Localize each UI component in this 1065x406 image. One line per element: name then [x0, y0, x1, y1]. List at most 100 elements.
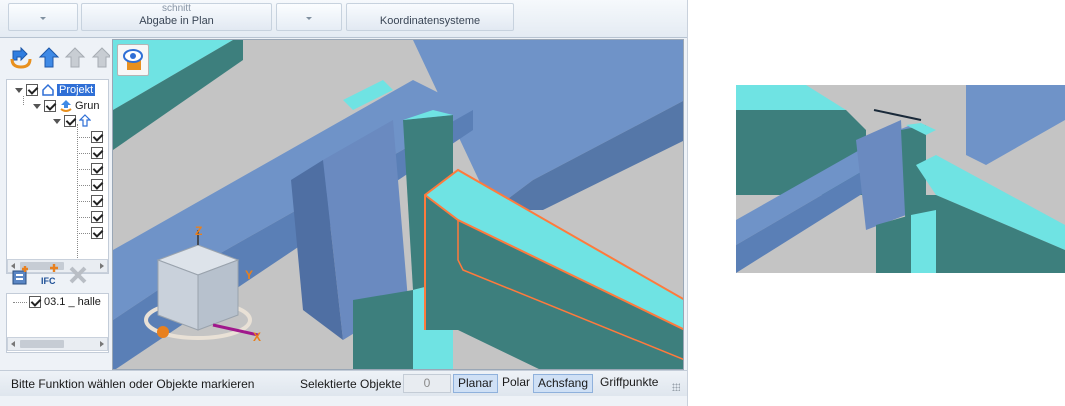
selected-objects-count: 0: [403, 374, 451, 393]
tree-checkbox[interactable]: [44, 100, 56, 112]
tree-node-item[interactable]: [91, 129, 106, 145]
tree-checkbox[interactable]: [91, 195, 103, 207]
blue-beam-upper: [413, 40, 683, 210]
scroll-right-icon[interactable]: [100, 341, 104, 347]
building-structure-icon: [60, 100, 72, 112]
detail-cyan-beam-top: [736, 85, 846, 110]
delete-x-icon: [69, 266, 87, 284]
tree-connector: [77, 201, 90, 202]
tree-node-label: Projekt: [57, 84, 96, 96]
teal-column-top: [403, 110, 453, 120]
axis-x-label: X: [253, 330, 262, 344]
ifc-document-add-icon[interactable]: [10, 265, 32, 287]
tree-node-structure[interactable]: [53, 113, 91, 129]
arrow-up-icon[interactable]: [37, 45, 61, 71]
ribbon-group-label: Abgabe in Plan: [139, 15, 214, 27]
selection-outline: [424, 168, 683, 330]
ifc-label: IFC: [41, 276, 56, 286]
application-window: schnitt Abgabe in Plan Koordinatensystem…: [0, 0, 688, 406]
scroll-left-icon[interactable]: [11, 263, 15, 269]
achsfang-toggle[interactable]: Achsfang: [533, 374, 594, 393]
scrollbar-thumb[interactable]: [20, 340, 64, 348]
tree-node-grundriss[interactable]: Grun: [33, 98, 99, 114]
blue-beam-upper-side: [493, 101, 683, 210]
detail-cyan-beam: [916, 155, 1065, 250]
ifc-toolbar: IFC: [0, 257, 111, 293]
tree-checkbox[interactable]: [64, 115, 76, 127]
navigator-toolbar: [0, 39, 111, 79]
3d-viewport[interactable]: Z Y X: [112, 39, 684, 370]
navigation-cube[interactable]: [144, 230, 259, 340]
scroll-left-icon[interactable]: [11, 341, 15, 347]
ribbon-dropdown-left[interactable]: [8, 3, 78, 31]
tree-connector: [77, 124, 78, 273]
arrow-up-disabled-icon: [91, 47, 110, 68]
expand-arrow-icon[interactable]: [15, 87, 23, 93]
bottom-column: [353, 290, 413, 369]
tree-checkbox[interactable]: [91, 163, 103, 175]
nav-cube-handle[interactable]: [157, 326, 169, 338]
ifc-add-icon[interactable]: IFC: [38, 263, 62, 289]
detail-blue-beam-right: [966, 85, 1065, 165]
nav-up-folder-icon[interactable]: [9, 45, 33, 71]
tree-node-item[interactable]: [91, 145, 106, 161]
expand-arrow-icon[interactable]: [53, 118, 61, 124]
arrow-up-disabled-icon: [64, 47, 86, 68]
ifc-item-checkbox[interactable]: [29, 296, 41, 308]
tree-node-item[interactable]: [91, 225, 106, 241]
tree-checkbox[interactable]: [91, 179, 103, 191]
project-navigator-panel: Projekt Grun: [0, 39, 111, 370]
ifc-item-label: 03.1 _ halle: [44, 296, 101, 308]
ribbon-dropdown-mid[interactable]: [276, 3, 342, 31]
expand-arrow-icon[interactable]: [33, 103, 41, 109]
detail-column-top: [906, 123, 936, 135]
nav-cube-right[interactable]: [197, 259, 239, 331]
ribbon: schnitt Abgabe in Plan Koordinatensystem…: [0, 0, 687, 38]
detail-bottom-column-face: [911, 210, 936, 273]
axis-z-label: Z: [195, 224, 203, 238]
status-bar: Bitte Funktion wählen oder Objekte marki…: [0, 370, 687, 396]
selected-beam-side[interactable]: [425, 195, 684, 370]
tree-node-item[interactable]: [91, 161, 106, 177]
ifc-horizontal-scrollbar[interactable]: [7, 337, 108, 351]
tree-checkbox[interactable]: [26, 84, 38, 96]
ribbon-group-abgabe[interactable]: schnitt Abgabe in Plan: [81, 3, 272, 31]
project-home-icon: [42, 83, 54, 96]
tree-checkbox[interactable]: [91, 211, 103, 223]
nav-cube-x-axis: [212, 323, 259, 337]
detail-scene: [736, 85, 1065, 273]
tree-connector: [77, 153, 90, 154]
tree-node-item[interactable]: [91, 177, 106, 193]
3d-scene[interactable]: [113, 40, 684, 370]
ribbon-group-label: Koordinatensysteme: [379, 15, 481, 27]
tree-checkbox[interactable]: [91, 147, 103, 159]
tree-node-label: Grun: [75, 100, 100, 112]
tree-connector: [13, 302, 27, 303]
tree-checkbox[interactable]: [91, 131, 103, 143]
tree-node-item[interactable]: [91, 193, 106, 209]
griffpunkte-toggle[interactable]: Griffpunkte: [600, 375, 659, 389]
tree-checkbox[interactable]: [91, 227, 103, 239]
center-blue-panel-side: [291, 160, 343, 340]
beam-side-face: [113, 40, 243, 150]
axis-y-label: Y: [245, 268, 254, 282]
selected-beam-top[interactable]: [425, 170, 684, 330]
polar-toggle[interactable]: Polar: [502, 375, 531, 389]
scroll-right-icon[interactable]: [100, 263, 104, 269]
tree-connector: [77, 169, 90, 170]
scrollbar-thumb[interactable]: [20, 262, 64, 270]
zoomed-detail-preview: [736, 85, 1065, 273]
ribbon-group-koordinatensysteme[interactable]: Koordinatensysteme: [346, 3, 514, 31]
arrow-up-icon: [79, 114, 91, 127]
tree-node-projekt[interactable]: Projekt: [15, 82, 96, 98]
view-eye-cube-icon: [123, 49, 143, 70]
tree-connector: [77, 233, 90, 234]
ribbon-group-spacer: [347, 4, 513, 14]
selection-outline: [457, 220, 683, 360]
detail-joint-line: [873, 109, 922, 121]
resize-grip-icon[interactable]: [672, 383, 680, 391]
ifc-list-item[interactable]: 03.1 _ halle: [29, 294, 101, 310]
view-settings-button[interactable]: [117, 44, 149, 76]
planar-toggle[interactable]: Planar: [453, 374, 498, 393]
tree-node-item[interactable]: [91, 209, 106, 225]
